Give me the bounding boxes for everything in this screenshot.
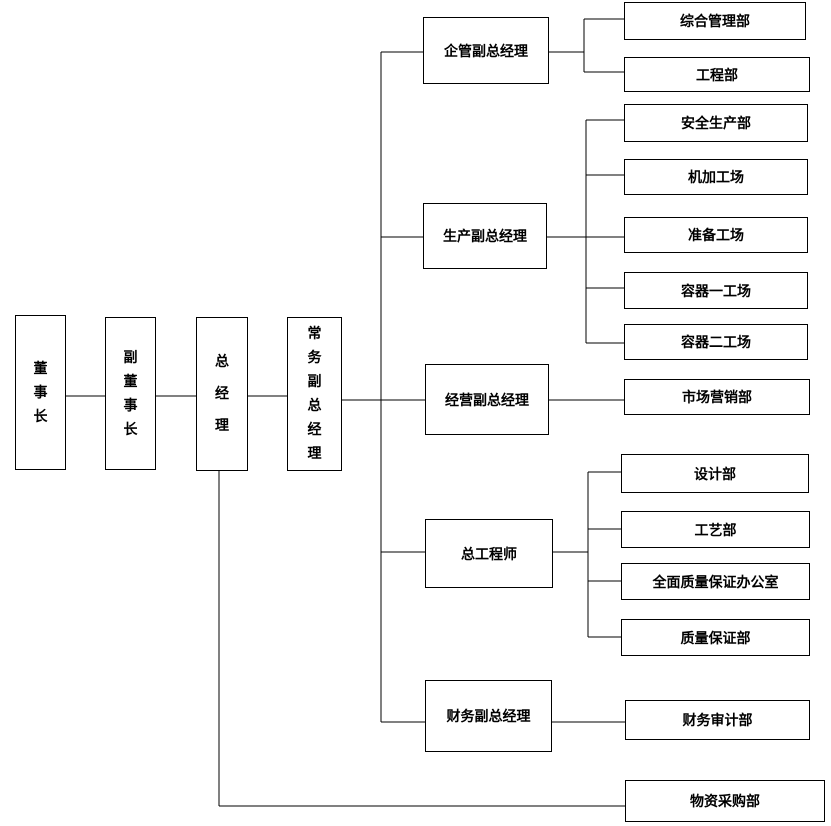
executive-vp-char: 理 [307, 446, 322, 462]
dept-marketing: 市场营销部 [624, 379, 810, 415]
dept-preparation: 准备工场 [624, 217, 808, 253]
dept-safety: 安全生产部 [624, 104, 808, 142]
dept-label: 工程部 [696, 67, 738, 84]
dept-vessel-2: 容器二工场 [624, 324, 808, 360]
dept-label: 财务审计部 [682, 713, 753, 729]
vice-chairman-box: 副 董 事 长 [105, 317, 156, 470]
dept-general-admin: 综合管理部 [624, 2, 806, 40]
dept-label: 物资采购部 [690, 794, 760, 810]
general-manager-char: 理 [215, 418, 229, 434]
chief-engineer-label: 总工程师 [461, 546, 517, 563]
finance-vp-box: 财务副总经理 [425, 680, 552, 752]
executive-vp-char: 总 [307, 398, 322, 414]
production-vp-label: 生产副总经理 [443, 229, 527, 245]
enterprise-vp-label: 企管副总经理 [444, 43, 528, 60]
executive-vp-char: 副 [307, 374, 322, 390]
dept-qa: 质量保证部 [621, 619, 810, 656]
vice-chairman-char: 事 [123, 397, 138, 414]
dept-label: 市场营销部 [682, 390, 752, 406]
production-vp-box: 生产副总经理 [423, 203, 547, 269]
dept-label: 综合管理部 [680, 14, 750, 30]
operations-vp-label: 经营副总经理 [445, 392, 529, 409]
chairman-box: 董 事 长 [15, 315, 66, 470]
chairman-char: 长 [33, 408, 48, 425]
dept-audit: 财务审计部 [625, 700, 810, 740]
dept-label: 容器一工场 [681, 283, 751, 300]
vice-chairman-char: 副 [123, 349, 138, 366]
executive-vp-box: 常 务 副 总 经 理 [287, 317, 342, 471]
dept-label: 准备工场 [688, 228, 744, 244]
dept-label: 工艺部 [694, 522, 737, 539]
dept-design: 设计部 [621, 454, 809, 493]
chief-engineer-box: 总工程师 [425, 519, 553, 588]
vice-chairman-char: 长 [123, 421, 138, 438]
dept-label: 机加工场 [688, 170, 744, 186]
dept-engineering: 工程部 [624, 57, 810, 92]
enterprise-vp-box: 企管副总经理 [423, 17, 549, 84]
dept-label: 容器二工场 [681, 335, 751, 351]
dept-process: 工艺部 [621, 511, 810, 548]
dept-label: 全面质量保证办公室 [652, 574, 779, 591]
dept-tqc-office: 全面质量保证办公室 [621, 563, 810, 600]
chairman-char: 董 [33, 360, 48, 377]
general-manager-char: 经 [215, 386, 229, 402]
finance-vp-label: 财务副总经理 [446, 709, 531, 725]
general-manager-box: 总 经 理 [196, 317, 248, 471]
dept-vessel-1: 容器一工场 [624, 272, 808, 309]
dept-label: 安全生产部 [681, 116, 751, 132]
executive-vp-char: 务 [307, 350, 322, 366]
chairman-char: 事 [33, 384, 48, 401]
dept-machining: 机加工场 [624, 159, 808, 195]
vice-chairman-char: 董 [123, 373, 138, 390]
dept-label: 设计部 [694, 466, 736, 483]
operations-vp-box: 经营副总经理 [425, 364, 549, 435]
general-manager-char: 总 [215, 354, 229, 370]
executive-vp-char: 经 [307, 422, 322, 438]
dept-procurement: 物资采购部 [625, 780, 825, 822]
executive-vp-char: 常 [307, 326, 322, 342]
dept-label: 质量保证部 [680, 630, 751, 647]
